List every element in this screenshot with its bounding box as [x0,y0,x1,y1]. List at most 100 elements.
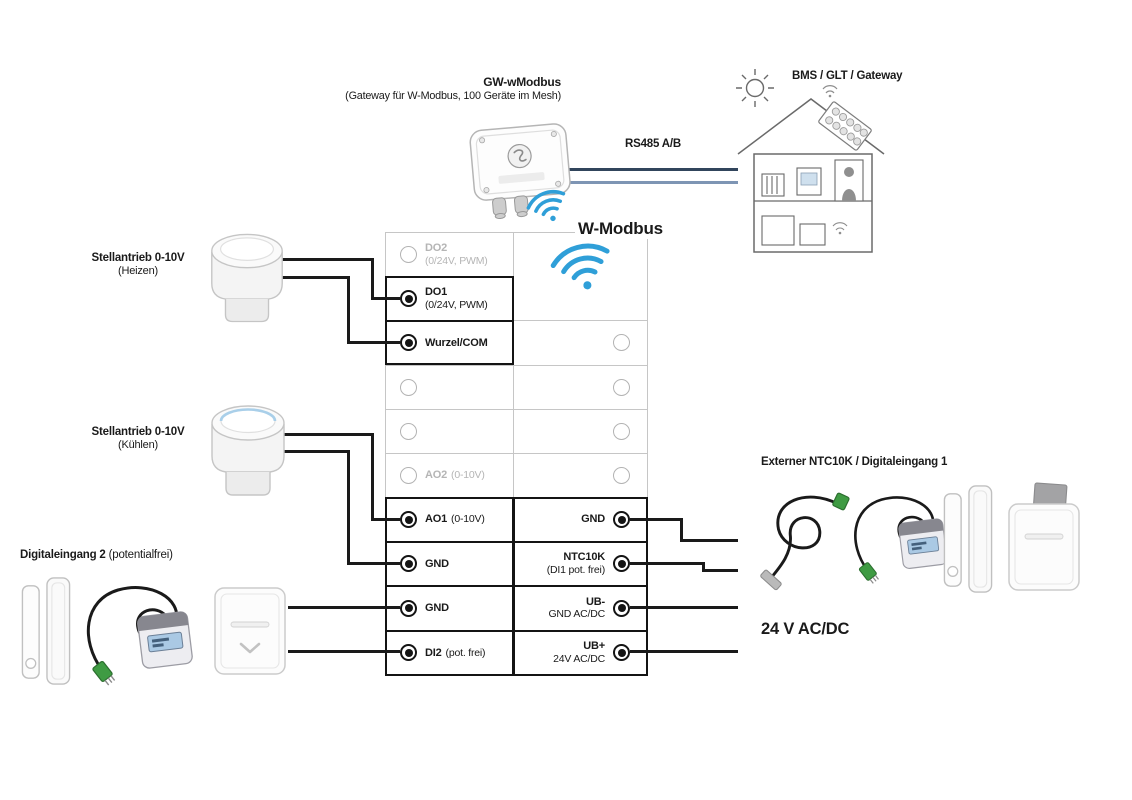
kuehlen-title: Stellantrieb 0-10V [91,426,185,438]
door-contact-left [20,576,72,691]
wire-heizen-do1 [371,297,400,300]
terminal-circle-empty [400,378,417,396]
terminal-circle-empty [613,467,630,485]
wifi-icon [822,85,838,98]
wire-ntc-signal [702,562,705,572]
ntc-transmitter [846,482,954,591]
rs485-line-a [566,168,738,171]
wire-di2-gnd [288,606,400,609]
transmitter-body [137,611,193,669]
wire-ntc-gnd [680,518,683,542]
heizen-label: Stellantrieb 0-10V (Heizen) [58,251,218,279]
terminal-row-gnd-left-1: GND [386,542,513,587]
terminal-label-gnd: GND [425,601,449,614]
door-contact-right [942,484,994,599]
terminal-row-ub-minus: UB-GND AC/DC [514,587,647,631]
transmitter-body [898,518,948,569]
terminal-label-di2: DI2(pot. frei) [425,646,486,659]
terminal-circle-do1 [400,290,417,308]
terminal-row-ao2: AO2(0-10V) [386,454,513,499]
wire-heizen-do1 [371,258,374,300]
probe-tip [760,569,782,591]
terminal-row-ao1: AO1(0-10V) [386,498,513,543]
rs485-label: RS485 A/B [625,138,681,150]
terminal-label-ub-minus: UB-GND AC/DC [548,595,605,621]
terminal-row-empty-right-2 [514,366,647,410]
bms-label: BMS / GLT / Gateway [792,70,903,82]
connector-green [92,660,116,686]
terminal-circle-ao2 [400,467,417,485]
terminal-row-do2: DO2(0/24V, PWM) [386,233,513,278]
terminal-label-ao1: AO1(0-10V) [425,513,485,526]
gateway-label: GW-wModbus (Gateway für W-Modbus, 100 Ge… [231,75,561,103]
terminal-circle-ntc10k [613,555,630,573]
terminal-row-empty-left-1 [386,366,513,410]
gateway-device [462,119,580,224]
wire-kuehlen-gnd [347,562,400,565]
terminal-row-gnd-left-2: GND [386,587,513,631]
terminal-label-do2: DO2(0/24V, PWM) [425,242,488,267]
wire-kuehlen-ao1 [371,433,374,521]
terminal-row-ntc10k: NTC10K(DI1 pot. frei) [514,542,647,587]
terminal-row-empty-right-4 [514,454,647,499]
terminal-label-do1: DO1(0/24V, PWM) [425,286,488,311]
wire-heizen-com [347,276,350,344]
wire-kuehlen-ao1 [284,433,374,436]
gateway-subtitle: (Gateway für W-Modbus, 100 Geräte im Mes… [345,90,561,102]
terminal-circle-ao1 [400,511,417,529]
terminal-row-empty-right-3 [514,410,647,454]
card-switch-right [1002,482,1086,599]
di2-sub: (potentialfrei) [108,549,173,561]
power-label: 24 V AC/DC [761,620,850,638]
heizen-title: Stellantrieb 0-10V [91,252,185,264]
terminal-circle-gnd [400,599,417,617]
ntc-probe [758,486,854,601]
terminal-label-gnd-right: GND [581,513,605,526]
kuehlen-label: Stellantrieb 0-10V (Kühlen) [58,425,218,453]
kuehlen-sub: (Kühlen) [118,439,158,452]
terminal-label-wurzel: Wurzel/COM [425,336,488,349]
heizen-sub: (Heizen) [118,265,158,278]
wire-ntc-signal [702,569,738,572]
terminal-row-gnd-right: GND [514,498,647,543]
terminal-row-ub-plus: UB+24V AC/DC [514,631,647,675]
terminal-circle-empty [613,334,630,352]
terminal-circle-wurzel [400,334,417,352]
radiator-icon [761,173,785,197]
wifi-icon [832,222,848,235]
terminal-label-ao2: AO2(0-10V) [425,469,485,482]
wire-ub-minus [630,606,738,609]
terminal-label-gnd: GND [425,557,449,570]
wire-ntc-signal [630,562,705,565]
wire-ntc-gnd [630,518,683,521]
di2-title: Digitaleingang 2 [20,549,106,561]
terminal-row-di2: DI2(pot. frei) [386,631,513,675]
thermostat-icon [796,167,822,196]
terminal-circle-empty [613,378,630,396]
connector-green [832,492,850,511]
wire-ntc-gnd [680,539,738,542]
wire-di2-input [288,650,400,653]
actuator-heizen [202,226,292,332]
building-illustration [736,69,885,253]
terminal-row-empty-left-2 [386,410,513,454]
wifi-icon-wmodbus [546,233,621,305]
terminal-row-do1: DO1(0/24V, PWM) [386,277,513,322]
terminal-row-empty-right-1 [514,321,647,366]
di2-label: Digitaleingang 2 (potentialfrei) [20,548,173,562]
terminal-circle-di2 [400,644,417,662]
wmodbus-label: W-Modbus [575,218,666,240]
terminal-circle-empty [400,422,417,440]
terminal-column-left: DO2(0/24V, PWM) DO1(0/24V, PWM) Wurzel/C… [386,233,514,675]
terminal-circle-ub-plus [613,644,630,662]
terminal-circle-do2 [400,246,417,264]
terminal-circle-gnd-right [613,511,630,529]
terminal-label-ub-plus: UB+24V AC/DC [553,640,605,665]
terminal-label-ntc10k: NTC10K(DI1 pot. frei) [546,551,605,576]
terminal-table: DO2(0/24V, PWM) DO1(0/24V, PWM) Wurzel/C… [385,232,648,676]
wire-kuehlen-ao1 [371,518,400,521]
wire-ub-plus [630,650,738,653]
wire-heizen-com [282,276,350,279]
wire-kuehlen-gnd [284,450,350,453]
